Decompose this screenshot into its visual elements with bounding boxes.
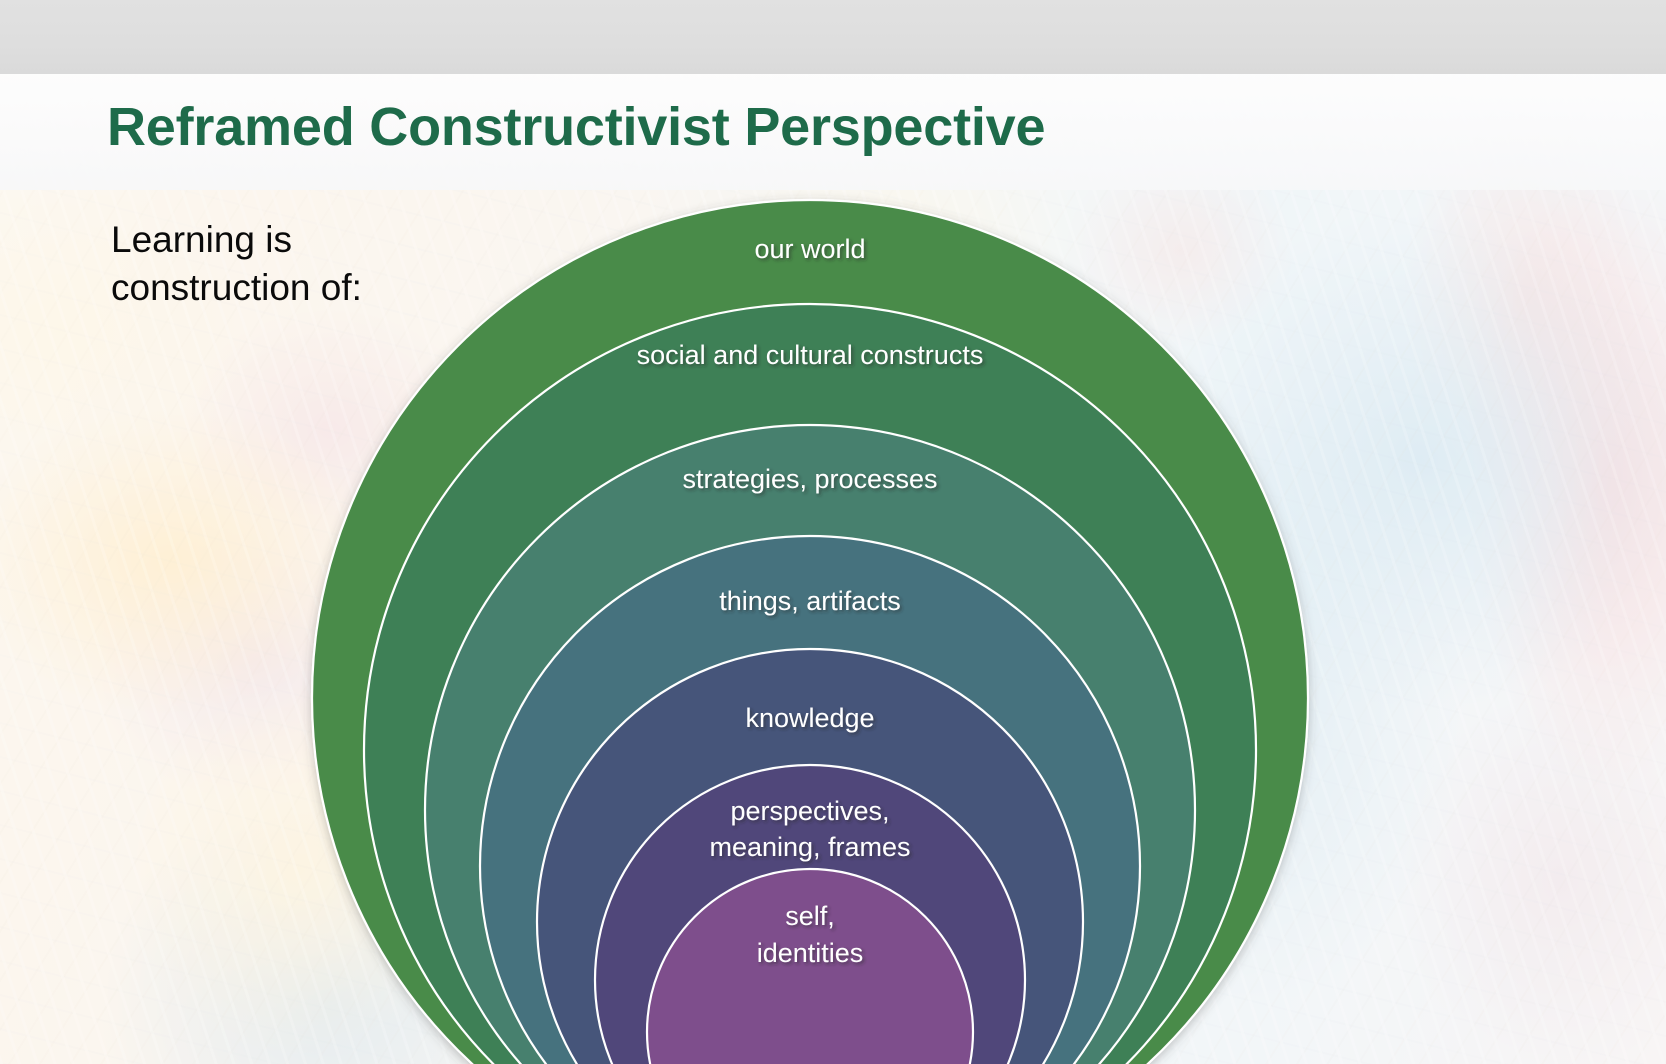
ring-label-perspectives-line2: meaning, frames — [709, 832, 910, 862]
ring-label-strategies: strategies, processes — [682, 464, 937, 494]
caption-line-1: Learning is — [111, 219, 293, 260]
ring-label-perspectives-line1: perspectives, — [730, 796, 889, 826]
nested-circles-diagram: our world social and cultural constructs… — [0, 190, 1666, 1064]
title-band — [0, 74, 1666, 190]
caption-block: Learning is construction of: — [111, 216, 441, 312]
ring-label-self-line1: self, — [785, 901, 835, 931]
ring-circle-self — [645, 867, 975, 1064]
ring-label-social: social and cultural constructs — [637, 340, 984, 370]
caption-line-2: construction of: — [111, 267, 362, 309]
ring-label-knowledge: knowledge — [745, 703, 874, 733]
ring-label-self-line2: identities — [757, 938, 864, 968]
window-top-strip — [0, 0, 1666, 74]
ring-label-things: things, artifacts — [719, 586, 901, 616]
page-title: Reframed Constructivist Perspective — [107, 97, 1046, 157]
ring-circles — [311, 199, 1309, 1064]
ring-label-our-world: our world — [754, 234, 865, 264]
ring-labels: our world social and cultural constructs… — [637, 234, 984, 968]
